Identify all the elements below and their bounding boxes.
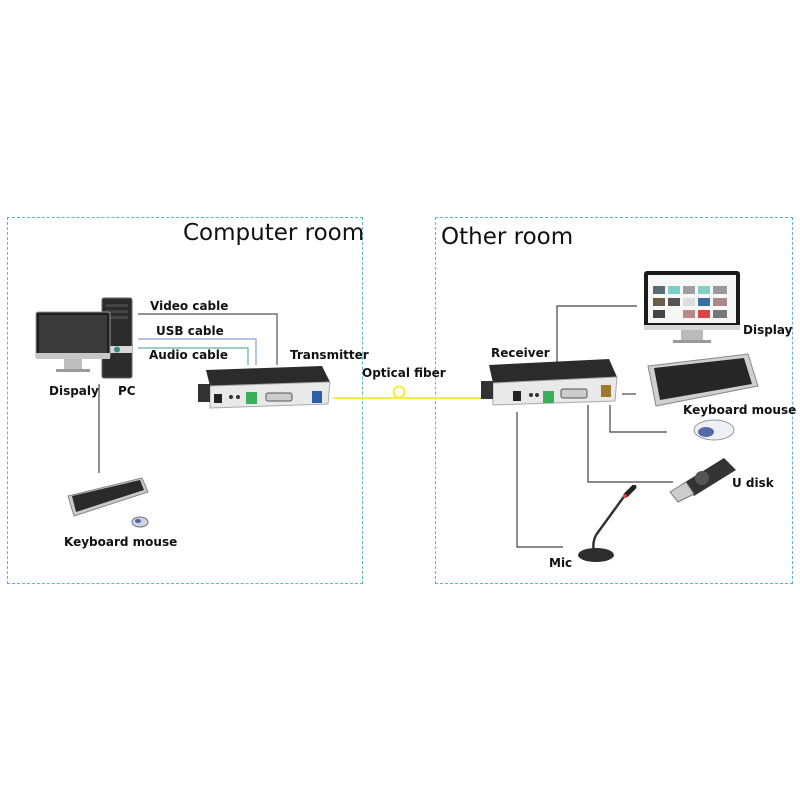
computer-room-box [7, 217, 363, 584]
other-room-title: Other room [441, 224, 574, 250]
transmitter-device-image [198, 366, 331, 409]
display-monitor-image [644, 271, 740, 343]
mic-wire [516, 412, 563, 548]
audio-cable-label: Audio cable [149, 348, 229, 362]
keyboard-mouse-image-left [67, 477, 149, 528]
mouse-image-right [693, 419, 735, 441]
keyboard-image-right [647, 353, 759, 407]
computer-keyboard-mouse-label: Keyboard mouse [64, 535, 178, 549]
pc-monitor-image [35, 297, 133, 379]
other-display-label: Display [743, 323, 793, 337]
video-cable-wire [138, 313, 278, 365]
u-disk-label: U disk [732, 476, 774, 490]
udisk-wire [587, 405, 673, 483]
other-room-box [435, 217, 793, 584]
computer-display-label: Dispaly [49, 384, 99, 398]
video-cable-label: Video cable [150, 299, 229, 313]
pc-label: PC [118, 384, 136, 398]
receiver-label: Receiver [491, 346, 550, 360]
optical-fiber-label: Optical fiber [362, 366, 446, 380]
transmitter-label: Transmitter [290, 348, 369, 362]
receiver-device-image [481, 359, 618, 406]
computer-room-title: Computer room [183, 220, 365, 246]
other-keyboard-mouse-label: Keyboard mouse [683, 403, 797, 417]
fiber-loop [392, 385, 406, 399]
mic-image [578, 485, 637, 562]
mouse-wire [609, 405, 667, 433]
usb-cable-label: USB cable [156, 324, 224, 338]
display-wire [556, 305, 637, 362]
u-disk-image [669, 458, 736, 503]
usb-cable-wire [138, 338, 257, 365]
audio-cable-wire [138, 347, 249, 365]
mic-label: Mic [549, 556, 573, 570]
